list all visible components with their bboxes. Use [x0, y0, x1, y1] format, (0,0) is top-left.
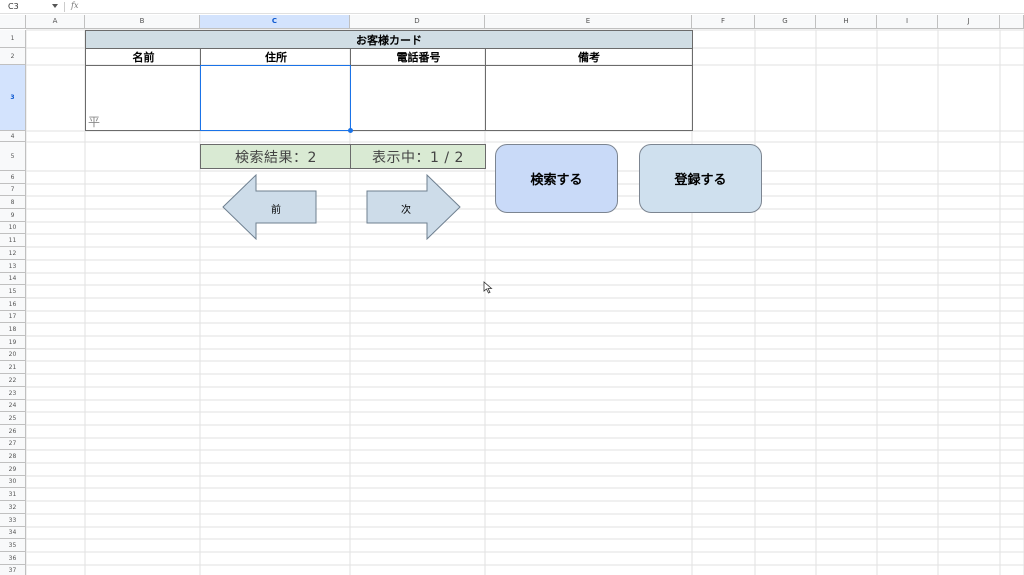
row-header-31[interactable]: 31 [0, 488, 26, 501]
column-header-overflow[interactable] [1000, 15, 1024, 29]
row-header-36[interactable]: 36 [0, 552, 26, 565]
row-header-27[interactable]: 27 [0, 438, 26, 450]
formula-bar: C3 fx [0, 0, 1024, 14]
column-header-c[interactable]: C [200, 15, 350, 29]
row-header-23[interactable]: 23 [0, 387, 26, 400]
row-header-1[interactable]: 1 [0, 30, 26, 48]
search-button[interactable]: 検索する [495, 144, 618, 213]
row-header-12[interactable]: 12 [0, 247, 26, 260]
prev-label: 前 [271, 205, 281, 216]
column-header-g[interactable]: G [755, 15, 816, 29]
row-header-19[interactable]: 19 [0, 336, 26, 349]
column-header-i[interactable]: I [877, 15, 938, 29]
chevron-down-icon[interactable] [52, 4, 58, 8]
row-header-11[interactable]: 11 [0, 234, 26, 247]
row-header-32[interactable]: 32 [0, 501, 26, 514]
next-arrow-button[interactable] [366, 174, 462, 240]
row-header-20[interactable]: 20 [0, 349, 26, 361]
row-header-9[interactable]: 9 [0, 209, 26, 222]
row-header-10[interactable]: 10 [0, 222, 26, 234]
row-header-25[interactable]: 25 [0, 412, 26, 425]
mouse-pointer-icon [483, 281, 493, 294]
column-header-f[interactable]: F [692, 15, 755, 29]
next-label: 次 [401, 205, 411, 216]
row-header-17[interactable]: 17 [0, 311, 26, 323]
row-header-28[interactable]: 28 [0, 450, 26, 463]
header-name[interactable]: 名前 [85, 48, 201, 66]
row-header-18[interactable]: 18 [0, 323, 26, 336]
row-header-29[interactable]: 29 [0, 463, 26, 476]
row-header-22[interactable]: 22 [0, 374, 26, 387]
row-header-30[interactable]: 30 [0, 476, 26, 488]
notes-input-cell[interactable] [485, 65, 693, 131]
search-result-count[interactable]: 検索結果：2 [200, 144, 351, 169]
row-header-4[interactable]: 4 [0, 131, 26, 142]
column-header-b[interactable]: B [85, 15, 200, 29]
row-header-37[interactable]: 37 [0, 565, 26, 575]
row-header-35[interactable]: 35 [0, 539, 26, 552]
column-header-h[interactable]: H [816, 15, 877, 29]
active-cell-outline [200, 65, 351, 131]
formula-divider [64, 2, 65, 12]
register-button[interactable]: 登録する [639, 144, 762, 213]
row-header-34[interactable]: 34 [0, 527, 26, 539]
row-header-3[interactable]: 3 [0, 65, 26, 131]
current-page-indicator[interactable]: 表示中：1 / 2 [350, 144, 486, 169]
function-icon: fx [71, 1, 79, 10]
phone-input-cell[interactable] [350, 65, 486, 131]
name-input-cell[interactable] [85, 65, 201, 131]
header-notes[interactable]: 備考 [485, 48, 693, 66]
column-header-e[interactable]: E [485, 15, 692, 29]
header-phone[interactable]: 電話番号 [350, 48, 486, 66]
row-header-6[interactable]: 6 [0, 171, 26, 184]
column-header-a[interactable]: A [26, 15, 85, 29]
select-all-corner[interactable] [0, 15, 26, 29]
row-header-13[interactable]: 13 [0, 260, 26, 273]
row-header-8[interactable]: 8 [0, 196, 26, 209]
row-header-16[interactable]: 16 [0, 298, 26, 311]
column-header-d[interactable]: D [350, 15, 485, 29]
row-header-5[interactable]: 5 [0, 142, 26, 171]
name-box[interactable]: C3 [8, 2, 19, 11]
row-header-26[interactable]: 26 [0, 425, 26, 438]
row-header-21[interactable]: 21 [0, 361, 26, 374]
fill-handle[interactable] [348, 128, 353, 133]
row-header-14[interactable]: 14 [0, 273, 26, 285]
row-header-7[interactable]: 7 [0, 184, 26, 196]
card-title[interactable]: お客様カード [85, 30, 693, 49]
column-header-j[interactable]: J [938, 15, 1000, 29]
prev-arrow-button[interactable] [222, 174, 318, 240]
row-header-15[interactable]: 15 [0, 285, 26, 298]
row-header-24[interactable]: 24 [0, 400, 26, 412]
header-address[interactable]: 住所 [200, 48, 351, 66]
row-header-2[interactable]: 2 [0, 48, 26, 65]
ime-input-char: 平 [88, 115, 101, 129]
row-header-33[interactable]: 33 [0, 514, 26, 527]
